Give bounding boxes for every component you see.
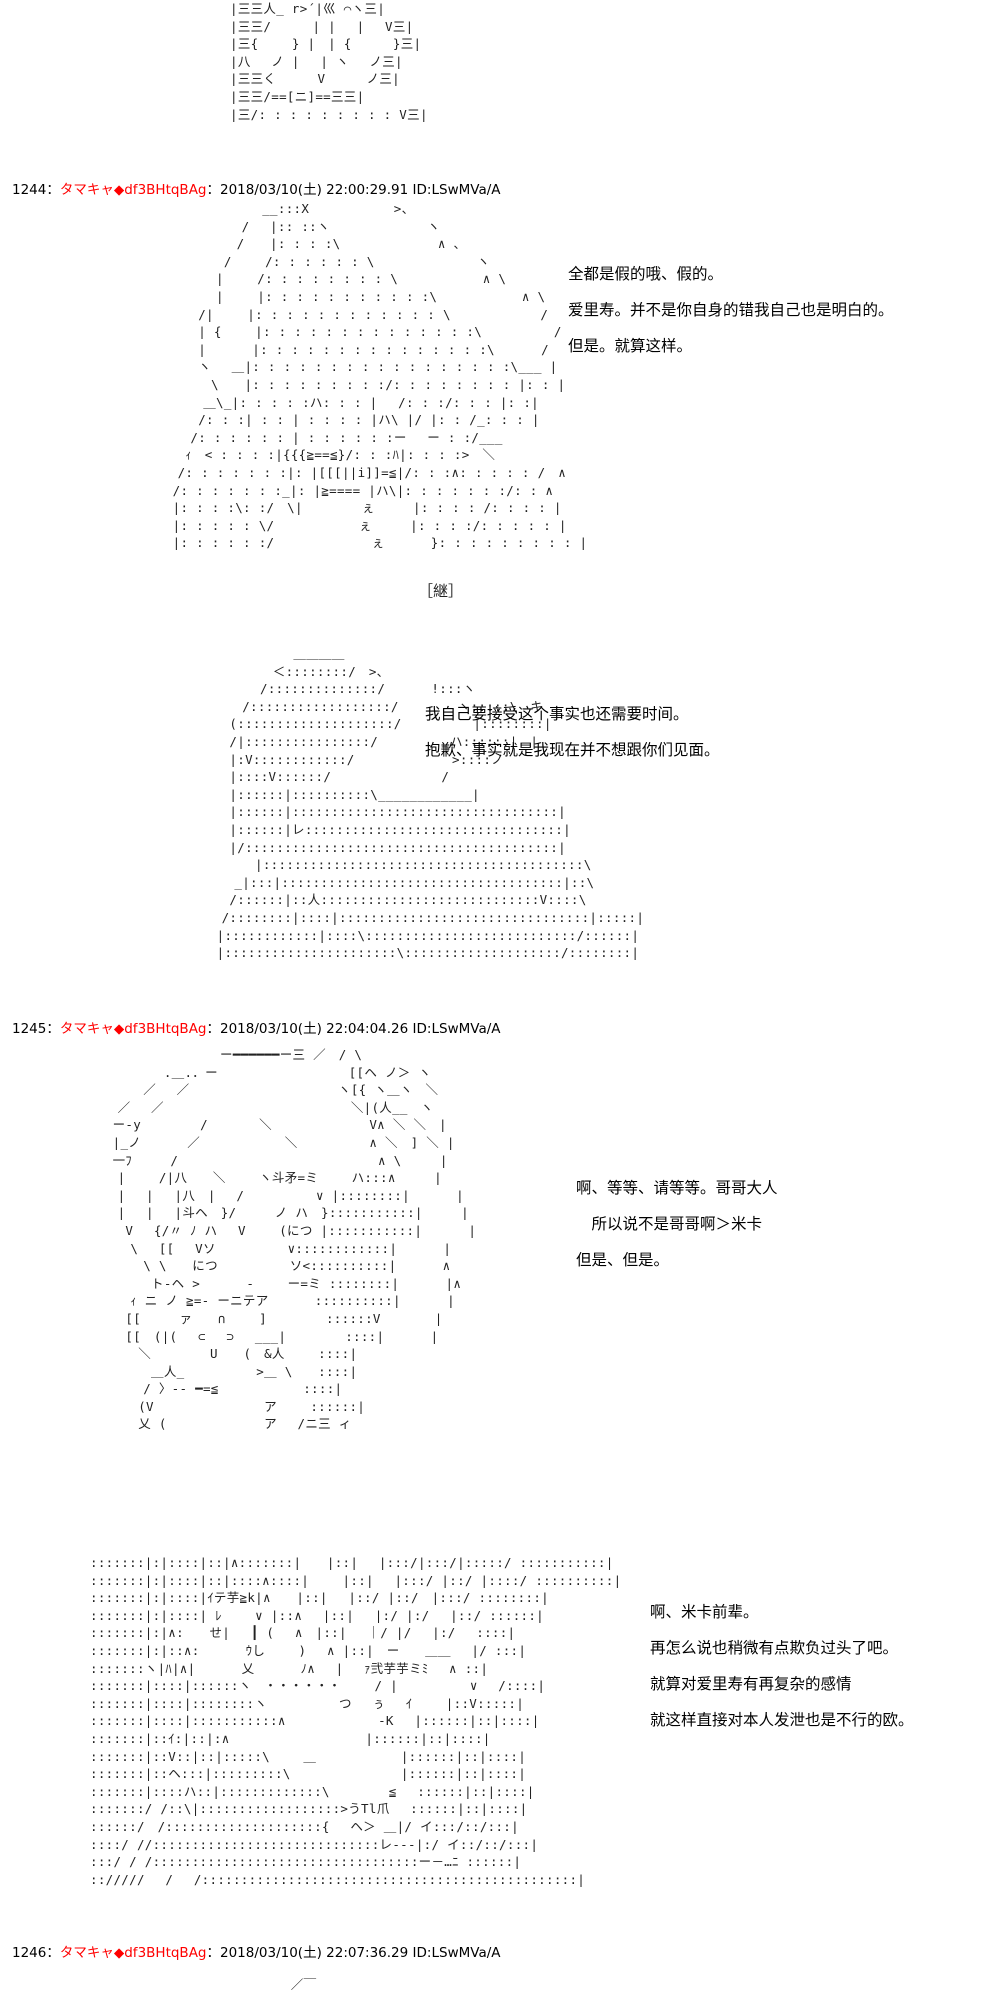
dialogue-line: 啊、米卡前辈。 [650,1603,759,1621]
dialogue-line: 爱里寿。并不是你自身的错我自己也是明白的。 [568,301,894,319]
dialogue-line: 全都是假的哦、假的。 [568,265,724,283]
post-header-1244: 1244：タマキャ◆df3BHtqBAg：2018/03/10(土) 22:00… [12,181,501,199]
dialogue-line: 所以说不是哥哥啊＞米卡 [576,1215,763,1233]
dialogue-block-4: 啊、米卡前辈。 再怎么说也稍微有点欺负过头了吧。 就算对爱里寿有再复杂的感情 就… [650,1594,914,1738]
ascii-art-character-2: ＿＿＿＿ ＜::::::::/ >、 /::::::::::::::/ !:::… [216,646,645,961]
post-number: 1245 [12,1021,47,1037]
ascii-art-character-3: ー━━━━━━ー三 ／ / \ .＿.．ー [[ヘ ノ＞ ヽ ／ ／ ヽ[{ ヽ… [112,1047,477,1432]
dialogue-line: 但是。就算这样。 [568,337,693,355]
dialogue-block-1: 全都是假的哦、假的。 爱里寿。并不是你自身的错我自己也是明白的。 但是。就算这样… [568,256,894,364]
poster-trip: ◆df3BHtqBAg [113,182,207,198]
post-separator: ： [46,1945,60,1961]
poster-id[interactable]: ID:LSwMVa/A [412,1021,501,1037]
post-separator: ： [46,1021,60,1037]
post-date: ：2018/03/10(土) 22:04:04.26 [206,1021,409,1037]
dialogue-line: 就这样直接对本人发泄也是不行的欧。 [650,1711,914,1729]
post-header-1245: 1245：タマキャ◆df3BHtqBAg：2018/03/10(土) 22:04… [12,1020,501,1038]
dialogue-block-3: 啊、等等、请等等。哥哥大人 所以说不是哥哥啊＞米卡 但是、但是。 [576,1170,778,1278]
ascii-art-fragment: ／￣ [278,1977,317,1992]
dialogue-block-2: 我自己要接受这个事实也还需要时间。 抱歉、事实就是我现在并不想跟你们见面。 [425,696,720,768]
dialogue-line: 我自己要接受这个事实也还需要时间。 [425,705,689,723]
dialogue-line: 啊、等等、请等等。哥哥大人 [576,1179,778,1197]
post-date: ：2018/03/10(土) 22:07:36.29 [206,1945,409,1961]
poster-trip: ◆df3BHtqBAg [113,1021,207,1037]
continue-tag: ［継］ [418,582,464,600]
dialogue-line: 再怎么说也稍微有点欺负过头了吧。 [650,1639,899,1657]
ascii-art-character-4: :::::::|:|::::|::|∧:::::::| |::| |:::/|:… [90,1555,622,1887]
poster-name[interactable]: タマキャ [59,1021,114,1037]
dialogue-line: 抱歉、事实就是我现在并不想跟你们见面。 [425,741,720,759]
post-separator: ： [46,182,60,198]
poster-id[interactable]: ID:LSwMVa/A [412,182,501,198]
poster-name[interactable]: タマキャ [59,182,114,198]
dialogue-line: 就算对爱里寿有再复杂的感情 [650,1675,852,1693]
post-header-1246: 1246：タマキャ◆df3BHtqBAg：2018/03/10(土) 22:07… [12,1944,501,1962]
dialogue-line: 但是、但是。 [576,1251,670,1269]
ascii-art-top: |三三人_ r>´|巛 ⌒ヽ三| |三三/ | | | V三| |三{ } | … [230,1,428,122]
post-number: 1246 [12,1945,47,1961]
post-number: 1244 [12,182,47,198]
post-date: ：2018/03/10(土) 22:00:29.91 [206,182,409,198]
poster-id[interactable]: ID:LSwMVa/A [412,1945,501,1961]
poster-name[interactable]: タマキャ [59,1945,114,1961]
poster-trip: ◆df3BHtqBAg [113,1945,207,1961]
ascii-art-character-1: __:::X >、 / |:: ::ヽ ヽ / |: : : :\ ∧ 、 / … [172,201,588,551]
